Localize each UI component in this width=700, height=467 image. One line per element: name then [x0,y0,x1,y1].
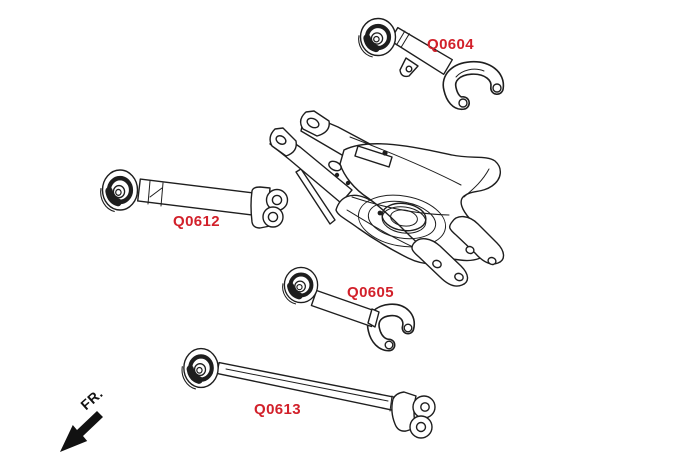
drawing-part-q0612 [101,170,289,229]
bushing-q0613 [182,349,218,389]
drawing-part-q0613 [182,349,436,439]
front-direction-arrow-icon [60,411,103,452]
drawing-part-q0605 [283,267,416,352]
drawing-part-q0604 [359,19,505,111]
part-label-q0604: Q0604 [427,36,475,53]
bushing-q0604 [359,19,396,58]
part-label-q0612: Q0612 [173,213,221,230]
drawing-center-lower-control-arm [269,110,505,287]
bushing-q0612 [101,170,138,212]
part-label-q0605: Q0605 [347,284,395,301]
part-label-q0613: Q0613 [254,401,302,418]
bushing-q0605 [283,267,318,304]
